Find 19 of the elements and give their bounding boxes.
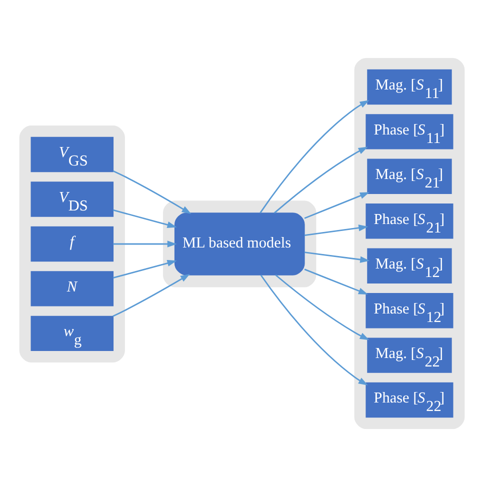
arrow xyxy=(112,170,192,214)
arrow xyxy=(112,260,177,279)
arrow xyxy=(113,240,177,248)
arrow xyxy=(274,146,368,214)
node-box: ML based models xyxy=(174,212,305,276)
arrow xyxy=(260,274,368,386)
cluster xyxy=(19,126,125,362)
arrow xyxy=(275,274,370,340)
node-box: f xyxy=(30,226,114,262)
node-box: N xyxy=(30,271,114,306)
cluster xyxy=(354,58,465,430)
arrow xyxy=(304,224,368,236)
arrow xyxy=(304,252,370,263)
arrow xyxy=(112,209,177,228)
arrow xyxy=(260,100,370,214)
arrow xyxy=(304,192,370,219)
arrow xyxy=(304,268,368,295)
cluster xyxy=(163,200,316,288)
arrow xyxy=(112,274,190,317)
